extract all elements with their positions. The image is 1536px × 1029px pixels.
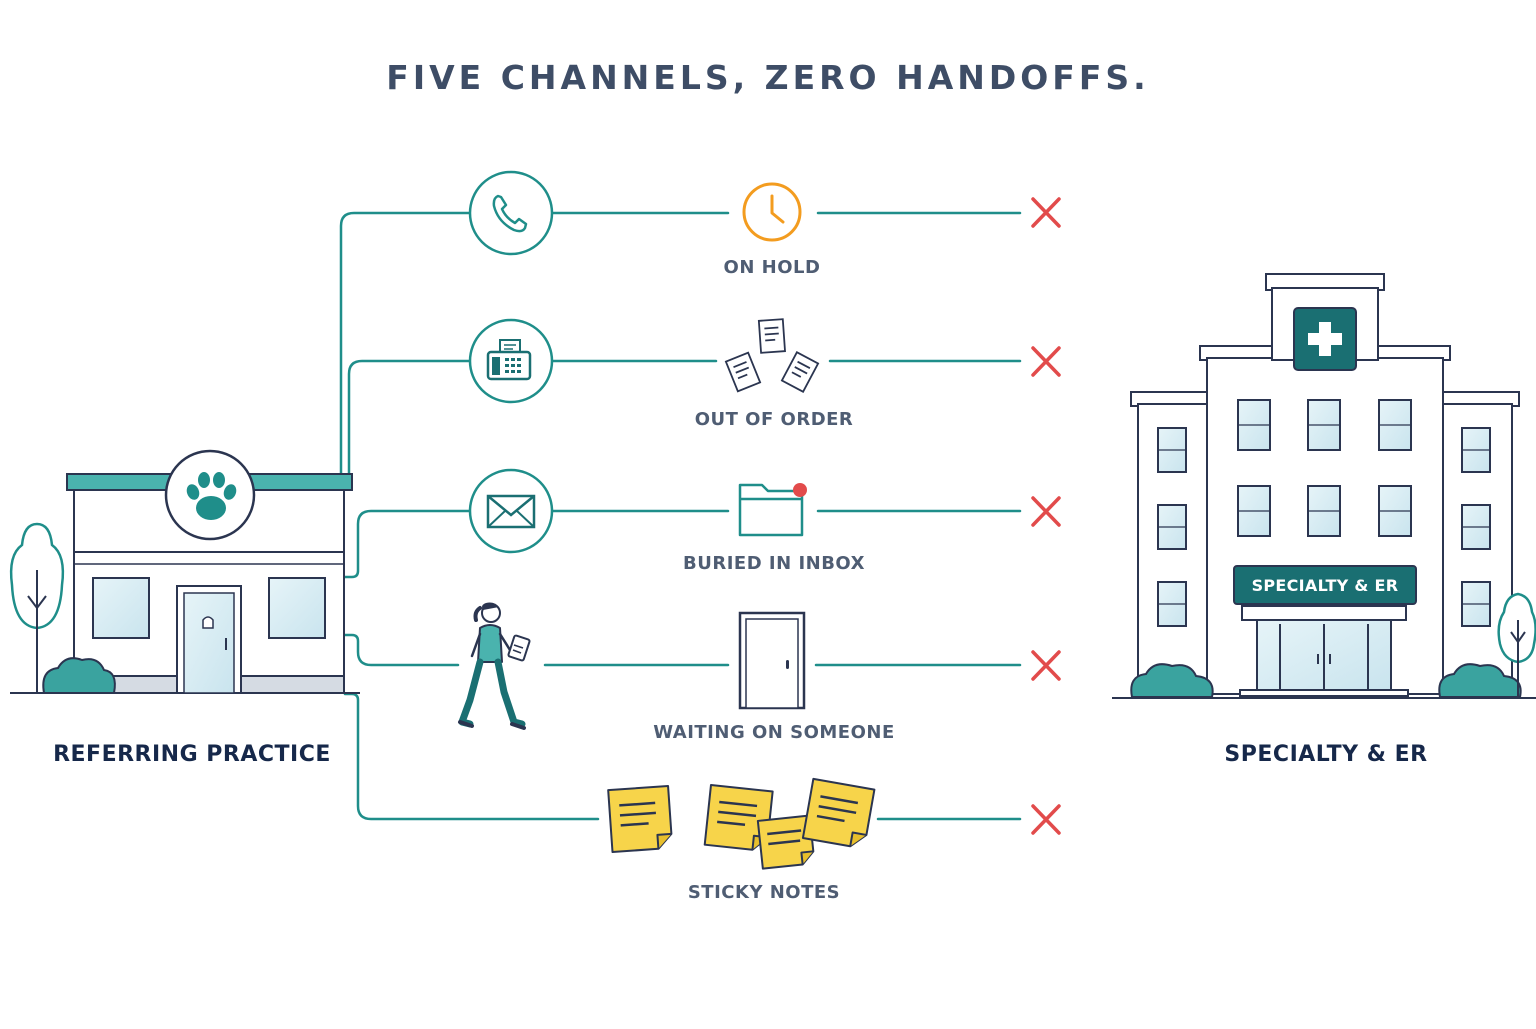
connector-line-4 [343, 633, 460, 667]
phone-icon [468, 170, 554, 256]
tree-icon [1497, 592, 1536, 698]
connector-line-2 [347, 359, 472, 480]
connector-line-5 [343, 692, 600, 821]
status-label-waiting-on-someone: WAITING ON SOMEONE [653, 722, 895, 743]
x-mark-icon [1031, 197, 1061, 228]
connector-line-1 [339, 211, 472, 480]
walking-person-icon [458, 602, 531, 730]
envelope-icon [468, 468, 554, 554]
connector-lines [339, 211, 1022, 821]
x-mark-icon [1031, 804, 1061, 835]
status-label-out-of-order: OUT OF ORDER [694, 409, 854, 430]
clock-icon [742, 182, 802, 242]
connector-line-3 [343, 509, 472, 579]
tree-icon [9, 522, 65, 693]
x-mark-icon [1031, 650, 1061, 681]
closed-door-icon [738, 611, 806, 710]
sticky-notes-icon [607, 777, 876, 870]
status-label-on-hold: ON HOLD [723, 257, 821, 278]
status-label-sticky-notes: STICKY NOTES [687, 882, 841, 903]
scattered-papers-icon [724, 318, 820, 393]
source-label: REFERRING PRACTICE [53, 742, 331, 767]
x-mark-icon [1031, 346, 1061, 377]
x-mark-icon [1031, 496, 1061, 527]
paw-icon [164, 449, 256, 541]
referring-practice-building [9, 449, 360, 694]
status-label-buried-in-inbox: BURIED IN INBOX [683, 553, 865, 574]
fax-icon [468, 318, 554, 404]
hospital-sign-text: SPECIALTY & ER [1251, 576, 1399, 595]
diagram-title: FIVE CHANNELS, ZERO HANDOFFS. [386, 58, 1150, 97]
x-marks [1031, 197, 1061, 835]
folder-with-badge-icon [738, 483, 807, 537]
destination-label: SPECIALTY & ER [1224, 742, 1428, 767]
hospital-building [1112, 273, 1536, 699]
medical-cross-icon [1293, 307, 1357, 371]
